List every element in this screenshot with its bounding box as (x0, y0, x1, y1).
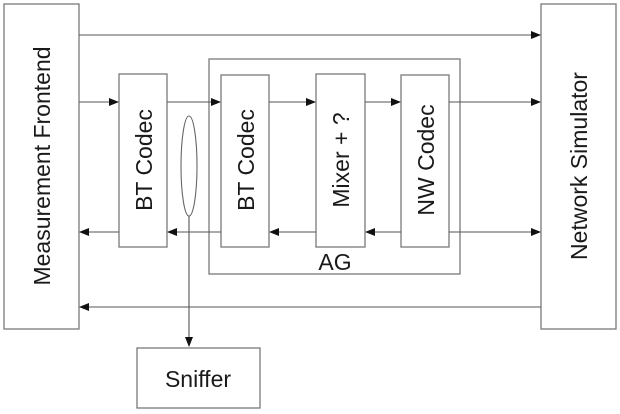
measurement-frontend-node: Measurement Frontend (3, 3, 80, 330)
bt-codec-ag-box (220, 74, 270, 248)
nw-codec-node: NW Codec (400, 74, 450, 248)
mixer-node: Mixer + ? (315, 73, 366, 248)
mixer-label: Mixer + ? (328, 112, 354, 207)
bt-codec-ag-node: BT Codec (220, 74, 270, 248)
bt-codec-left-box (118, 73, 168, 248)
measurement-frontend-label: Measurement Frontend (29, 46, 55, 285)
bt-codec-left-label: BT Codec (131, 109, 157, 211)
measurement-frontend-box (3, 3, 80, 330)
nw-codec-box (400, 74, 450, 248)
bt-codec-ag-label: BT Codec (233, 109, 259, 211)
network-simulator-label: Network Simulator (566, 72, 592, 260)
mixer-box (315, 73, 366, 248)
bt-codec-left-node: BT Codec (118, 73, 168, 248)
sniffer-label: Sniffer (165, 366, 231, 392)
air-link-tap-ellipse (180, 115, 198, 217)
sniffer-node: Sniffer (136, 347, 261, 409)
network-simulator-node: Network Simulator (540, 3, 617, 330)
ag-group-label: AG (318, 249, 351, 275)
nw-codec-label: NW Codec (413, 104, 439, 215)
sniffer-box (136, 347, 261, 409)
network-simulator-box (540, 3, 617, 330)
